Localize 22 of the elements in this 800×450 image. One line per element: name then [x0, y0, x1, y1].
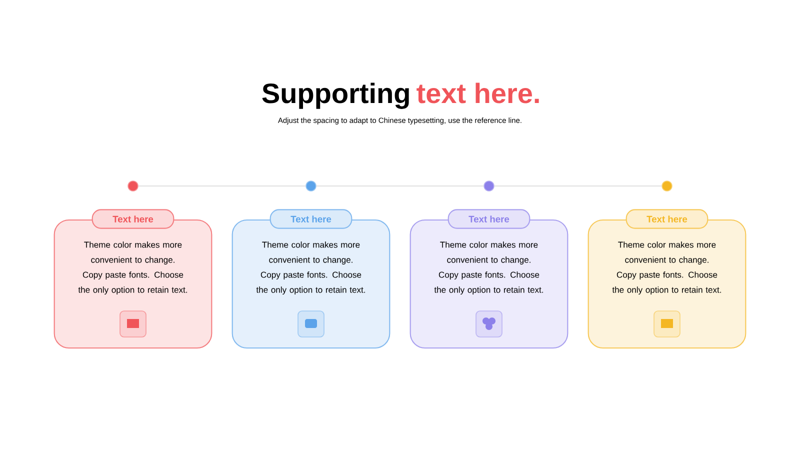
card [54, 209, 212, 349]
heading-pill: Text here [92, 209, 174, 229]
body-text: Theme color makes more convenient to change. [618, 241, 716, 265]
heading-pill: Text here [626, 209, 708, 229]
body-text: Theme color makes more convenient to change. [440, 241, 538, 265]
title: text here. [416, 82, 539, 104]
body-text: Theme color makes more convenient to change. [84, 241, 182, 265]
heading-pill: Text here [270, 209, 352, 229]
card [232, 209, 390, 349]
title: Supporting [262, 82, 409, 109]
card [410, 209, 568, 349]
body-text: Copy paste fonts. Choose the only option to retain text. [256, 271, 365, 295]
card [588, 209, 746, 349]
body-text: Theme color makes more convenient to change. [262, 241, 360, 265]
body-text: Copy paste fonts. Choose the only option to retain text. [612, 271, 721, 295]
body-text: Copy paste fonts. Choose the only option to retain text. [434, 271, 543, 295]
body-text: Copy paste fonts. Choose the only option to retain text. [78, 271, 187, 295]
timeline-dot [662, 180, 672, 192]
heading-pill: Text here [448, 209, 530, 229]
timeline-dot [484, 180, 494, 192]
timeline-dot [128, 180, 138, 192]
timeline-dot [306, 180, 316, 192]
